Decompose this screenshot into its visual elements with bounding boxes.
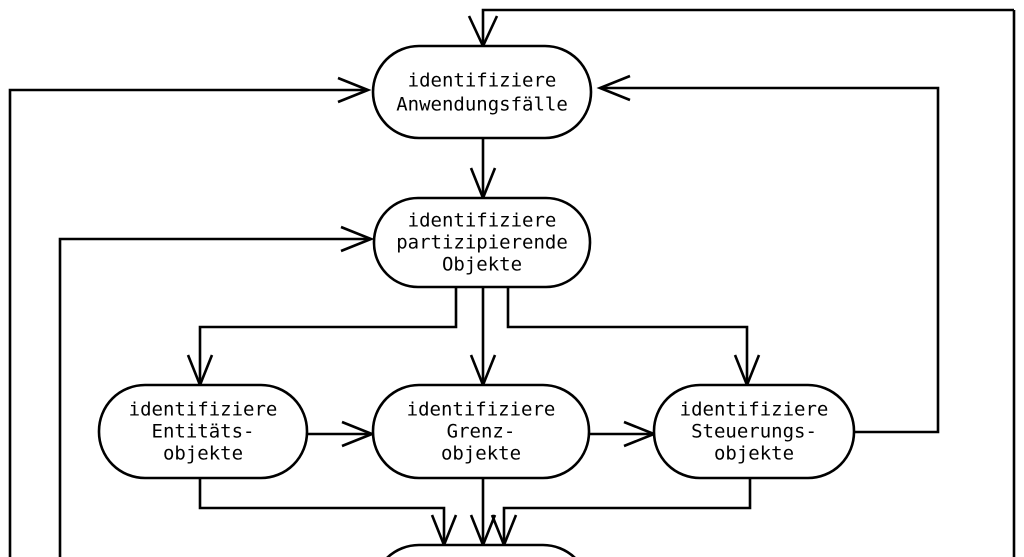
node-steuerungsobjekte-line1: identifiziere [680,399,829,421]
node-anwendungsfaelle-line1: identifiziere [408,70,557,92]
node-bottom-node-partial[interactable] [373,543,589,557]
arrowhead-into-anwendungsfaelle-right [596,74,631,102]
edge-outer-left-feedback-to-anwendungsfaelle-left [8,88,368,557]
node-entitaetsobjekte[interactable]: identifiziere Entitäts- objekte [97,383,309,480]
node-grenzobjekte-line2: Grenz- [447,421,516,443]
edge-outer-right-feedback-to-anwendungsfaelle-top [481,8,1014,46]
node-partizipierende-objekte-line2: partizipierende [396,232,568,254]
node-steuerungsobjekte-line3: objekte [714,443,794,465]
node-steuerungsobjekte[interactable]: identifiziere Steuerungs- objekte [652,383,856,480]
edge-steuerungs-to-bottom [502,478,752,545]
node-partizipierende-objekte-line3: Objekte [442,254,522,276]
node-anwendungsfaelle-shape [371,44,593,140]
arrowhead-into-partizipierende-left [340,225,375,253]
node-entitaetsobjekte-line1: identifiziere [129,399,278,421]
node-steuerungsobjekte-line2: Steuerungs- [691,421,817,443]
node-bottom-node-partial-shape [386,543,576,557]
node-entitaetsobjekte-line3: objekte [163,443,243,465]
node-steuerungsobjekte-shape [652,383,856,480]
node-grenzobjekte-shape [371,383,591,480]
edge-steuerungs-feedback-to-anwendungsfaelle-right [600,86,940,434]
node-grenzobjekte[interactable]: identifiziere Grenz- objekte [371,383,591,480]
edge-partizipierende-to-steuerungs [506,287,749,385]
node-layer: identifiziere Anwendungsfälle identifizi… [97,44,856,557]
node-partizipierende-objekte-shape [372,196,592,289]
node-partizipierende-objekte[interactable]: identifiziere partizipierende Objekte [372,196,592,289]
node-grenzobjekte-line1: identifiziere [407,399,556,421]
edge-entitaets-to-bottom [198,478,446,545]
node-anwendungsfaelle[interactable]: identifiziere Anwendungsfälle [371,44,593,140]
edge-partizipierende-to-entitaets [198,287,458,385]
arrowhead-into-anwendungsfaelle-left [337,76,372,104]
node-entitaetsobjekte-shape [97,383,309,480]
node-anwendungsfaelle-line2: Anwendungsfälle [396,94,568,116]
node-grenzobjekte-line3: objekte [441,443,521,465]
node-partizipierende-objekte-line1: identifiziere [408,210,557,232]
node-entitaetsobjekte-line2: Entitäts- [152,421,255,443]
edge-inner-left-feedback-to-partizipierende-left [58,237,371,557]
